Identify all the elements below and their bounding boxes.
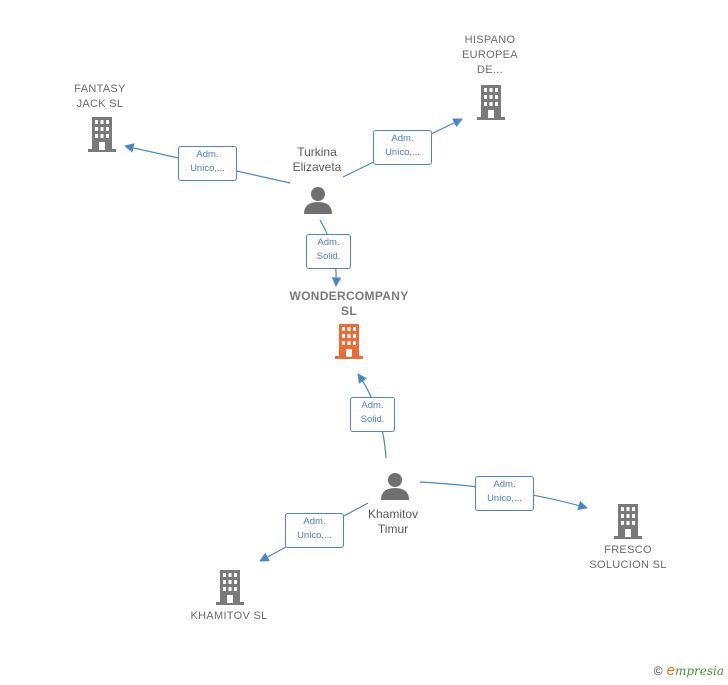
brand-logo: empresia: [667, 662, 724, 679]
building-icon: [477, 85, 505, 120]
brand-text: mpresia: [674, 664, 724, 678]
node-fantasy-jack-label[interactable]: FANTASY JACK SL: [74, 83, 126, 110]
node-turkina-label[interactable]: Turkina Elizaveta: [292, 145, 342, 174]
building-focus-icon: [335, 324, 363, 359]
person-icon: [381, 473, 409, 500]
copyright-icon: ©: [653, 663, 663, 678]
edge-label-turkina-fantasy: Adm. Unico,...: [178, 146, 237, 181]
person-icon: [304, 187, 332, 214]
edge-label-turkina-wonder: Adm. Solid.: [306, 234, 351, 269]
building-icon: [614, 504, 642, 539]
edge-label-timur-wonder: Adm. Solid.: [350, 397, 395, 432]
node-khamitov-sl-label[interactable]: KHAMITOV SL: [190, 610, 268, 622]
edge-label-turkina-hispano: Adm. Unico,...: [373, 130, 432, 165]
node-khamitov-timur-label[interactable]: Khamitov Timur: [367, 507, 419, 536]
node-hispano-europea-label[interactable]: HISPANO EUROPEA DE...: [462, 34, 518, 76]
edge-label-timur-khamitov: Adm. Unico,...: [285, 513, 344, 548]
footer-credit: © empresia: [654, 662, 724, 679]
node-fresco-solucion-label[interactable]: FRESCO SOLUCION SL: [589, 544, 667, 571]
node-wondercompany-label[interactable]: WONDERCOMPANY SL: [289, 289, 409, 318]
building-icon: [216, 570, 244, 605]
brand-e: e: [666, 662, 675, 679]
edge-label-timur-fresco: Adm. Unico,...: [475, 476, 534, 511]
building-icon: [88, 117, 116, 152]
